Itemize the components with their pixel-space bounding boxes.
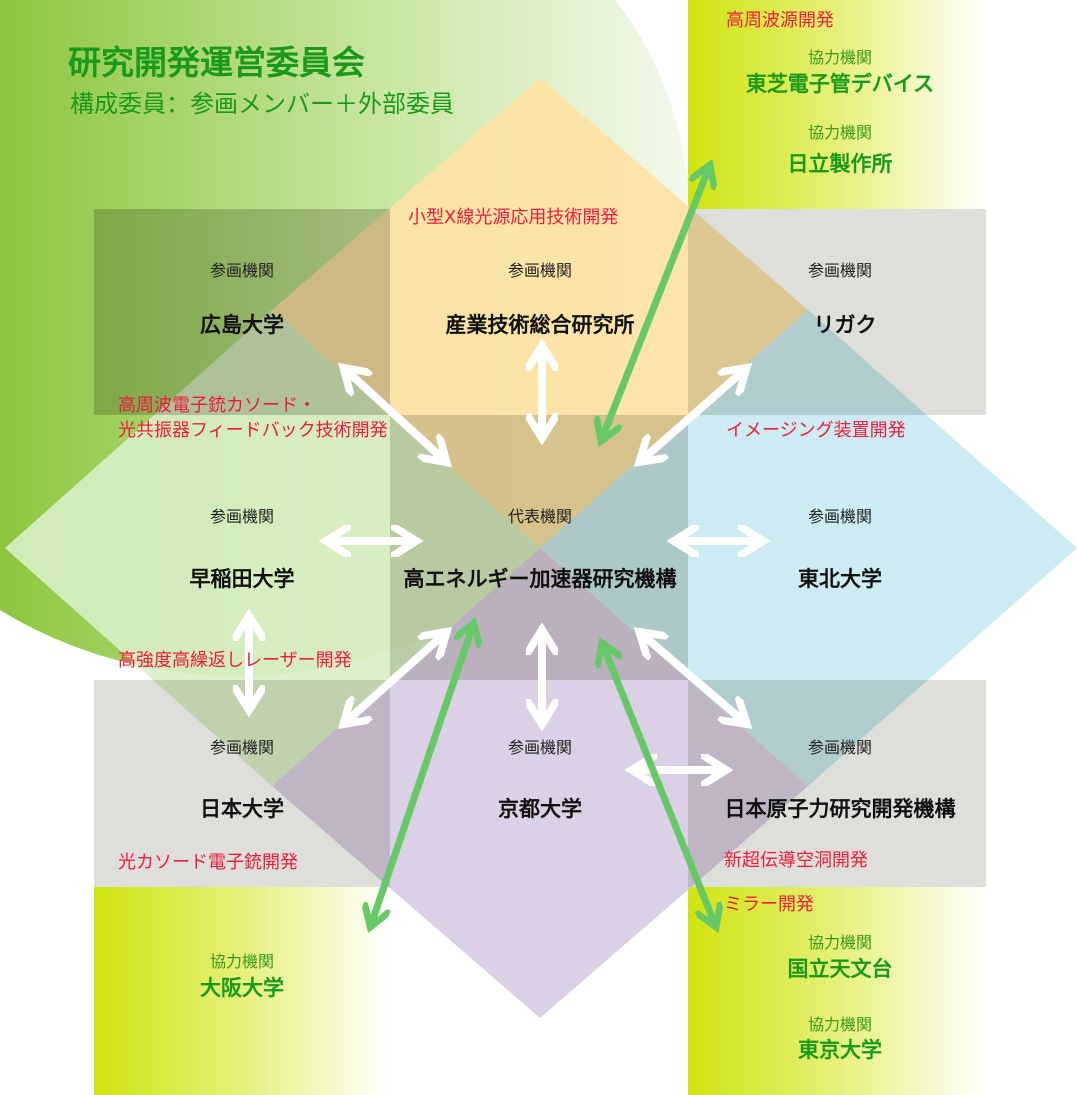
arrow-osaka bbox=[372, 628, 472, 922]
org-rigaku: リガク bbox=[813, 313, 877, 337]
topic-rf-gun-line1: 高周波電子銃カソード・ bbox=[118, 395, 316, 416]
org-tokyo: 東京大学 bbox=[798, 1038, 882, 1062]
role-jaea: 参画機関 bbox=[807, 738, 873, 757]
collab-box-top-right bbox=[688, 0, 986, 209]
topic-imaging: イメージング装置開発 bbox=[726, 420, 906, 441]
arrow-rf-source bbox=[603, 170, 708, 436]
org-kek: 高エネルギー加速器研究機構 bbox=[403, 567, 677, 591]
topic-laser: 高強度高繰返しレーザー開発 bbox=[118, 650, 352, 671]
topic-rf-source: 高周波源開発 bbox=[726, 10, 834, 31]
topic-rf-gun-line2: 光共振器フィードバック技術開発 bbox=[118, 420, 388, 441]
org-nihon: 日本大学 bbox=[200, 797, 284, 821]
role-waseda: 参画機関 bbox=[209, 507, 275, 526]
role-nihon: 参画機関 bbox=[209, 738, 275, 757]
role-tokyo: 協力機関 bbox=[807, 1015, 873, 1034]
collab-box-bottom-left bbox=[94, 887, 390, 1095]
collab-box-bottom-right bbox=[688, 887, 986, 1095]
topic-photocathode: 光カソード電子銃開発 bbox=[118, 852, 298, 873]
role-osaka: 協力機関 bbox=[209, 952, 275, 971]
role-aist: 参画機関 bbox=[507, 261, 573, 280]
green-arrows bbox=[372, 170, 714, 922]
role-naoj: 協力機関 bbox=[807, 933, 873, 952]
arrow-hiroshima-kek bbox=[348, 372, 442, 458]
org-jaea: 日本原子力研究開発機構 bbox=[724, 797, 956, 821]
role-rigaku: 参画機関 bbox=[807, 261, 873, 280]
topic-rf-gun: 高周波電子銃カソード・光共振器フィードバック技術開発 bbox=[118, 393, 388, 443]
org-hitachi: 日立製作所 bbox=[787, 152, 893, 176]
page-title: 研究開発運営委員会 bbox=[68, 43, 365, 82]
page-subtitle: 構成委員：参画メンバー＋外部委員 bbox=[70, 90, 454, 118]
org-aist: 産業技術総合研究所 bbox=[445, 313, 635, 337]
arrow-mirror bbox=[604, 648, 714, 922]
role-kek: 代表機関 bbox=[507, 507, 573, 526]
diamond-left bbox=[5, 310, 540, 786]
org-naoj: 国立天文台 bbox=[787, 957, 893, 981]
role-hitachi: 協力機関 bbox=[807, 123, 873, 142]
role-toshiba: 協力機関 bbox=[807, 48, 873, 67]
topic-xray: 小型X線光源応用技術開発 bbox=[408, 207, 619, 228]
org-kyoto: 京都大学 bbox=[498, 797, 582, 821]
org-tohoku: 東北大学 bbox=[798, 567, 882, 591]
org-waseda: 早稲田大学 bbox=[189, 567, 295, 591]
role-hiroshima: 参画機関 bbox=[209, 261, 275, 280]
role-kyoto: 参画機関 bbox=[507, 738, 573, 757]
org-toshiba: 東芝電子管デバイス bbox=[745, 72, 935, 96]
role-tohoku: 参画機関 bbox=[807, 507, 873, 526]
topic-mirror: ミラー開発 bbox=[724, 894, 814, 915]
org-osaka: 大阪大学 bbox=[200, 976, 284, 1000]
topic-scrf: 新超伝導空洞開発 bbox=[724, 850, 868, 871]
org-hiroshima: 広島大学 bbox=[200, 313, 284, 337]
